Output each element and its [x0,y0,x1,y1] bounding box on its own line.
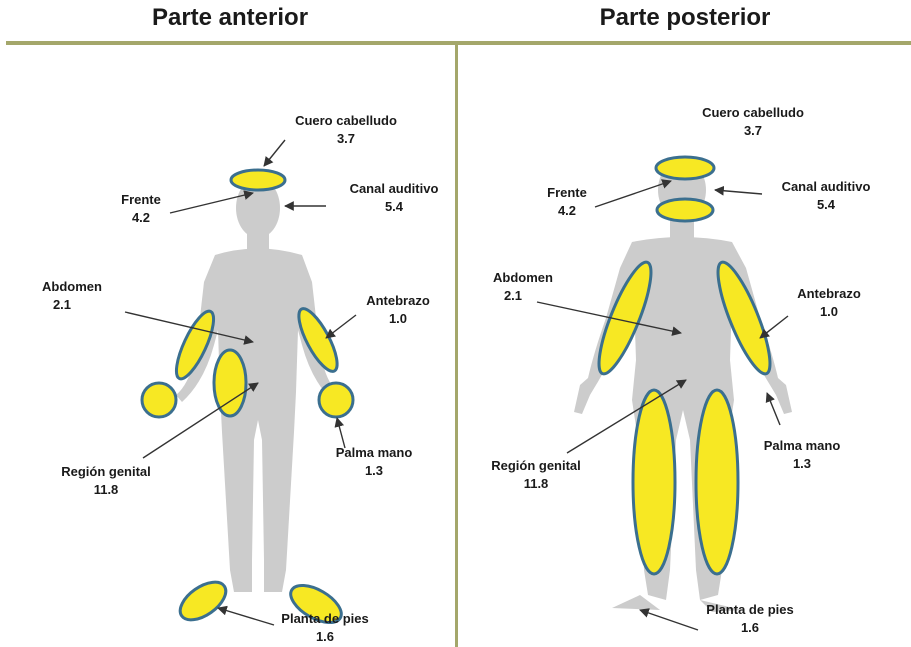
posterior-label-palma-value: 1.3 [793,456,811,471]
posterior-label-frente-value: 4.2 [558,203,576,218]
anterior-label-genital-name: Región genital [61,464,151,479]
posterior-label-frente-name: Frente [547,185,587,200]
posterior-label-antebrazo-value: 1.0 [820,304,838,319]
anterior-region-cuero [231,170,285,190]
posterior-label-genital-value: 11.8 [524,476,549,491]
posterior-label-abdomen-name: Abdomen [493,270,553,285]
anterior-region-palma-right [319,383,353,417]
posterior-label-planta-name: Planta de pies [706,602,793,617]
posterior-region-leg-left [633,390,675,574]
posterior-label-canal-name: Canal auditivo [782,179,871,194]
anterior-label-abdomen-value: 2.1 [53,297,71,312]
posterior-region-cuero [656,157,714,179]
anterior-label-antebrazo-name: Antebrazo [366,293,430,308]
posterior-label-antebrazo-name: Antebrazo [797,286,861,301]
anterior-label-cuero-value: 3.7 [337,131,355,146]
anterior-silhouette [176,178,340,592]
anterior-label-palma-name: Palma mano [336,445,413,460]
anterior-label-frente-name: Frente [121,192,161,207]
posterior-label-abdomen-value: 2.1 [504,288,522,303]
anterior-label-abdomen-name: Abdomen [42,279,102,294]
anterior-label-palma-value: 1.3 [365,463,383,478]
anterior-region-palma-left [142,383,176,417]
posterior-label-palma-name: Palma mano [764,438,841,453]
anterior-label-genital-value: 11.8 [94,482,119,497]
anterior-label-canal-value: 5.4 [385,199,404,214]
posterior-label-cuero-name: Cuero cabelludo [702,105,804,120]
posterior-region-leg-right [696,390,738,574]
posterior-label-genital-name: Región genital [491,458,581,473]
posterior-region-canal [657,199,713,221]
posterior-silhouette [574,160,792,612]
anterior-label-planta-value: 1.6 [316,629,334,644]
posterior-label-planta-value: 1.6 [741,620,759,635]
anterior-label-planta-name: Planta de pies [281,611,368,626]
anterior-region-genital [214,350,246,416]
posterior-label-cuero-value: 3.7 [744,123,762,138]
anterior-label-antebrazo-value: 1.0 [389,311,407,326]
anterior-label-cuero-name: Cuero cabelludo [295,113,397,128]
posterior-label-canal-value: 5.4 [817,197,836,212]
anterior-label-canal-name: Canal auditivo [350,181,439,196]
anterior-label-frente-value: 4.2 [132,210,150,225]
anterior-region-planta-left [174,575,233,628]
